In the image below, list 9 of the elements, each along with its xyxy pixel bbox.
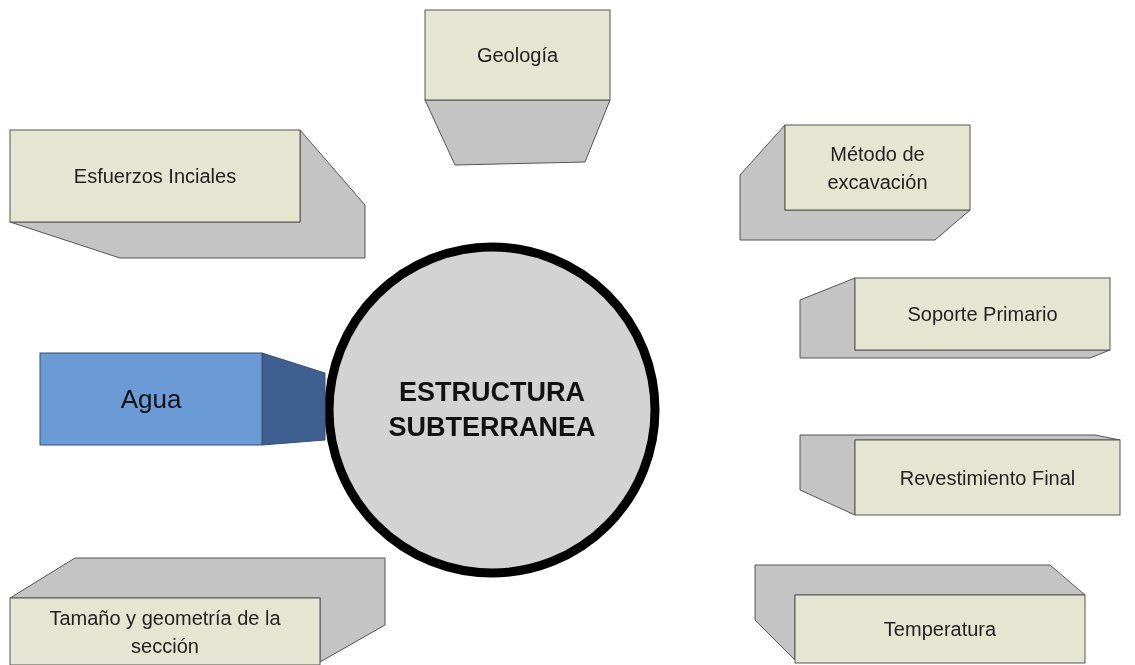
box-label: Temperatura bbox=[883, 617, 997, 642]
box-label: Esfuerzos Inciales bbox=[73, 164, 237, 189]
box-label: Método de excavación bbox=[826, 141, 929, 195]
box-label: Soporte Primario bbox=[907, 302, 1058, 327]
box-label: Agua bbox=[120, 382, 182, 416]
box-label: Geología bbox=[476, 43, 559, 68]
box-label: Revestimiento Final bbox=[899, 465, 1076, 491]
center-title: ESTRUCTURA SUBTERRANEA bbox=[387, 375, 597, 444]
box-label: Tamaño y geometría de la sección bbox=[48, 605, 282, 659]
